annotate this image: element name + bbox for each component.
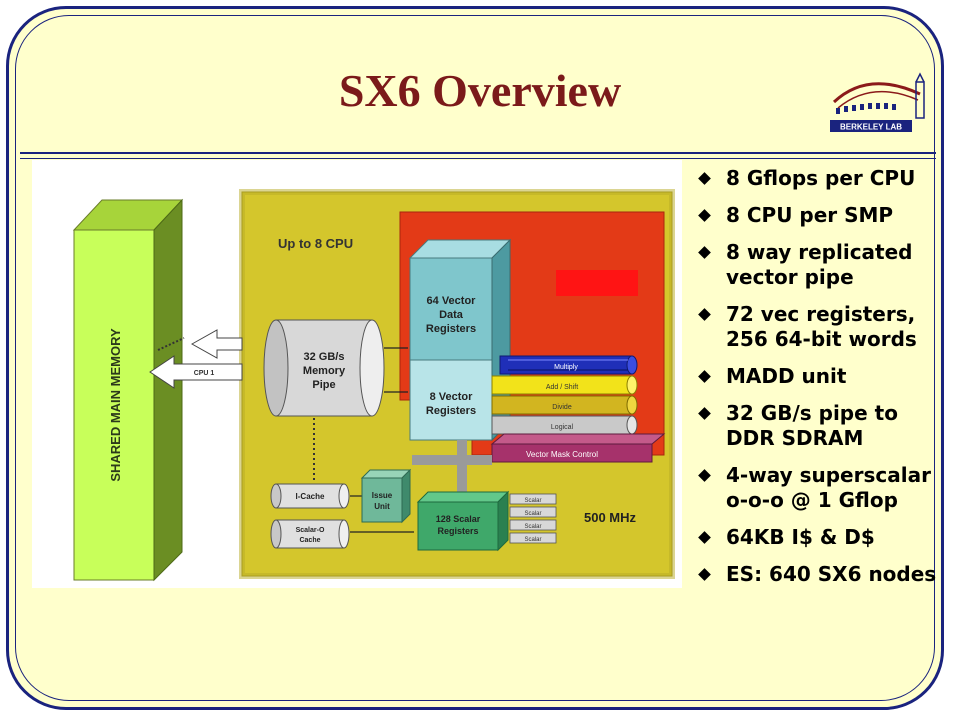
memory-pipe-line-1: 32 GB/s <box>304 351 345 363</box>
bullet-item: 8 CPU per SMP <box>698 203 948 228</box>
bullet-item: 4-way superscalar o-o-o @ 1 Gflop <box>698 463 948 513</box>
bullet-text: MADD unit <box>726 364 847 388</box>
bullet-text: 8 CPU per SMP <box>726 203 894 227</box>
vector-mask-label: Vector Mask Control <box>526 450 598 459</box>
scalar-unit-1: Scalar <box>509 493 557 505</box>
bullet-text: 8 way replicated vector pipe <box>726 240 913 289</box>
scalar-registers-line-2: Registers <box>437 526 478 536</box>
scalar-unit-3: Scalar <box>509 519 557 531</box>
pipe-multiply: Multiply <box>499 355 638 375</box>
diamond-bullet-icon <box>698 407 711 420</box>
memory-pipe-line-2: Memory <box>303 365 346 377</box>
pipe-logical-label: Logical <box>551 424 574 431</box>
bullet-item: ES: 640 SX6 nodes <box>698 562 948 587</box>
bullet-text: 32 GB/s pipe to DDR SDRAM <box>726 401 898 450</box>
bullet-text: 4-way superscalar o-o-o @ 1 Gflop <box>726 463 931 512</box>
cpu1-label: CPU 1 <box>194 370 215 377</box>
scalar-unit-4-label: Scalar <box>524 537 541 543</box>
bullet-item: 32 GB/s pipe to DDR SDRAM <box>698 401 948 451</box>
upper-arrow <box>190 329 243 359</box>
up-to-cpu-label: Up to 8 CPU <box>278 236 353 251</box>
bullet-item: MADD unit <box>698 364 948 389</box>
scalar-unit-3-label: Scalar <box>524 524 541 530</box>
i-cache: I-Cache <box>270 483 350 509</box>
cpu1-arrow <box>149 355 243 389</box>
pipe-logical: Logical <box>491 415 638 435</box>
diagram-panel: SHARED MAIN MEMORY Up to 8 CPU CPU 1 32 … <box>32 160 682 588</box>
pipe-multiply-label: Multiply <box>554 364 578 371</box>
clock-speed-label: 500 MHz <box>584 510 637 525</box>
scalar-unit-2: Scalar <box>509 506 557 518</box>
diamond-bullet-icon <box>698 370 711 383</box>
bullet-list: 8 Gflops per CPU 8 CPU per SMP 8 way rep… <box>698 166 948 599</box>
pipe-add-shift: Add / Shift <box>491 375 638 395</box>
diamond-bullet-icon <box>698 246 711 259</box>
scalar-unit-1-label: Scalar <box>524 498 541 504</box>
bullet-text: 8 Gflops per CPU <box>726 166 916 190</box>
diamond-bullet-icon <box>698 469 711 482</box>
vector-registers-line-2: Registers <box>426 405 476 417</box>
vector-data-registers-line-2: Data <box>439 309 464 321</box>
scalar-unit-2-label: Scalar <box>524 511 541 517</box>
bullet-text: ES: 640 SX6 nodes <box>726 562 937 586</box>
bullet-item: 8 Gflops per CPU <box>698 166 948 191</box>
red-highlight-box <box>556 270 638 296</box>
pipe-add-shift-label: Add / Shift <box>546 384 578 391</box>
issue-unit-line-2: Unit <box>374 502 390 511</box>
title-divider <box>20 152 936 159</box>
shared-memory-side <box>153 198 183 582</box>
i-cache-label: I-Cache <box>296 492 325 501</box>
scalar-cache-line-1: Scalar-O <box>296 527 325 534</box>
scalar-registers-line-1: 128 Scalar <box>436 514 481 524</box>
bullet-item: 72 vec registers, 256 64-bit words <box>698 302 948 352</box>
issue-unit: Issue Unit <box>360 468 412 524</box>
sx6-architecture-diagram: SHARED MAIN MEMORY Up to 8 CPU CPU 1 32 … <box>72 189 675 582</box>
diamond-bullet-icon <box>698 531 711 544</box>
vector-data-registers-line-1: 64 Vector <box>427 295 477 307</box>
diamond-bullet-icon <box>698 209 711 222</box>
vector-registers-line-1: 8 Vector <box>430 391 474 403</box>
bullet-text: 72 vec registers, 256 64-bit words <box>726 302 917 351</box>
diamond-bullet-icon <box>698 308 711 321</box>
diamond-bullet-icon <box>698 172 711 185</box>
scalar-unit-4: Scalar <box>509 532 557 544</box>
vector-data-registers-line-3: Registers <box>426 323 476 335</box>
shared-memory-label: SHARED MAIN MEMORY <box>108 328 123 482</box>
memory-pipe-line-3: Pipe <box>312 379 335 391</box>
issue-unit-line-1: Issue <box>372 491 393 500</box>
bullet-item: 8 way replicated vector pipe <box>698 240 948 290</box>
berkeley-lab-logo: BERKELEY LAB <box>830 72 925 132</box>
bullet-text: 64KB I$ & D$ <box>726 525 875 549</box>
pipe-divide-label: Divide <box>552 404 572 411</box>
slide-title: SX6 Overview <box>338 65 622 116</box>
pipe-divide: Divide <box>491 395 638 415</box>
scalar-cache-line-2: Cache <box>299 537 320 544</box>
logo-text: BERKELEY LAB <box>840 123 902 132</box>
scalar-registers: 128 Scalar Registers <box>416 490 510 552</box>
diamond-bullet-icon <box>698 568 711 581</box>
bullet-item: 64KB I$ & D$ <box>698 525 948 550</box>
scalar-cache: Scalar-O Cache <box>270 519 350 549</box>
